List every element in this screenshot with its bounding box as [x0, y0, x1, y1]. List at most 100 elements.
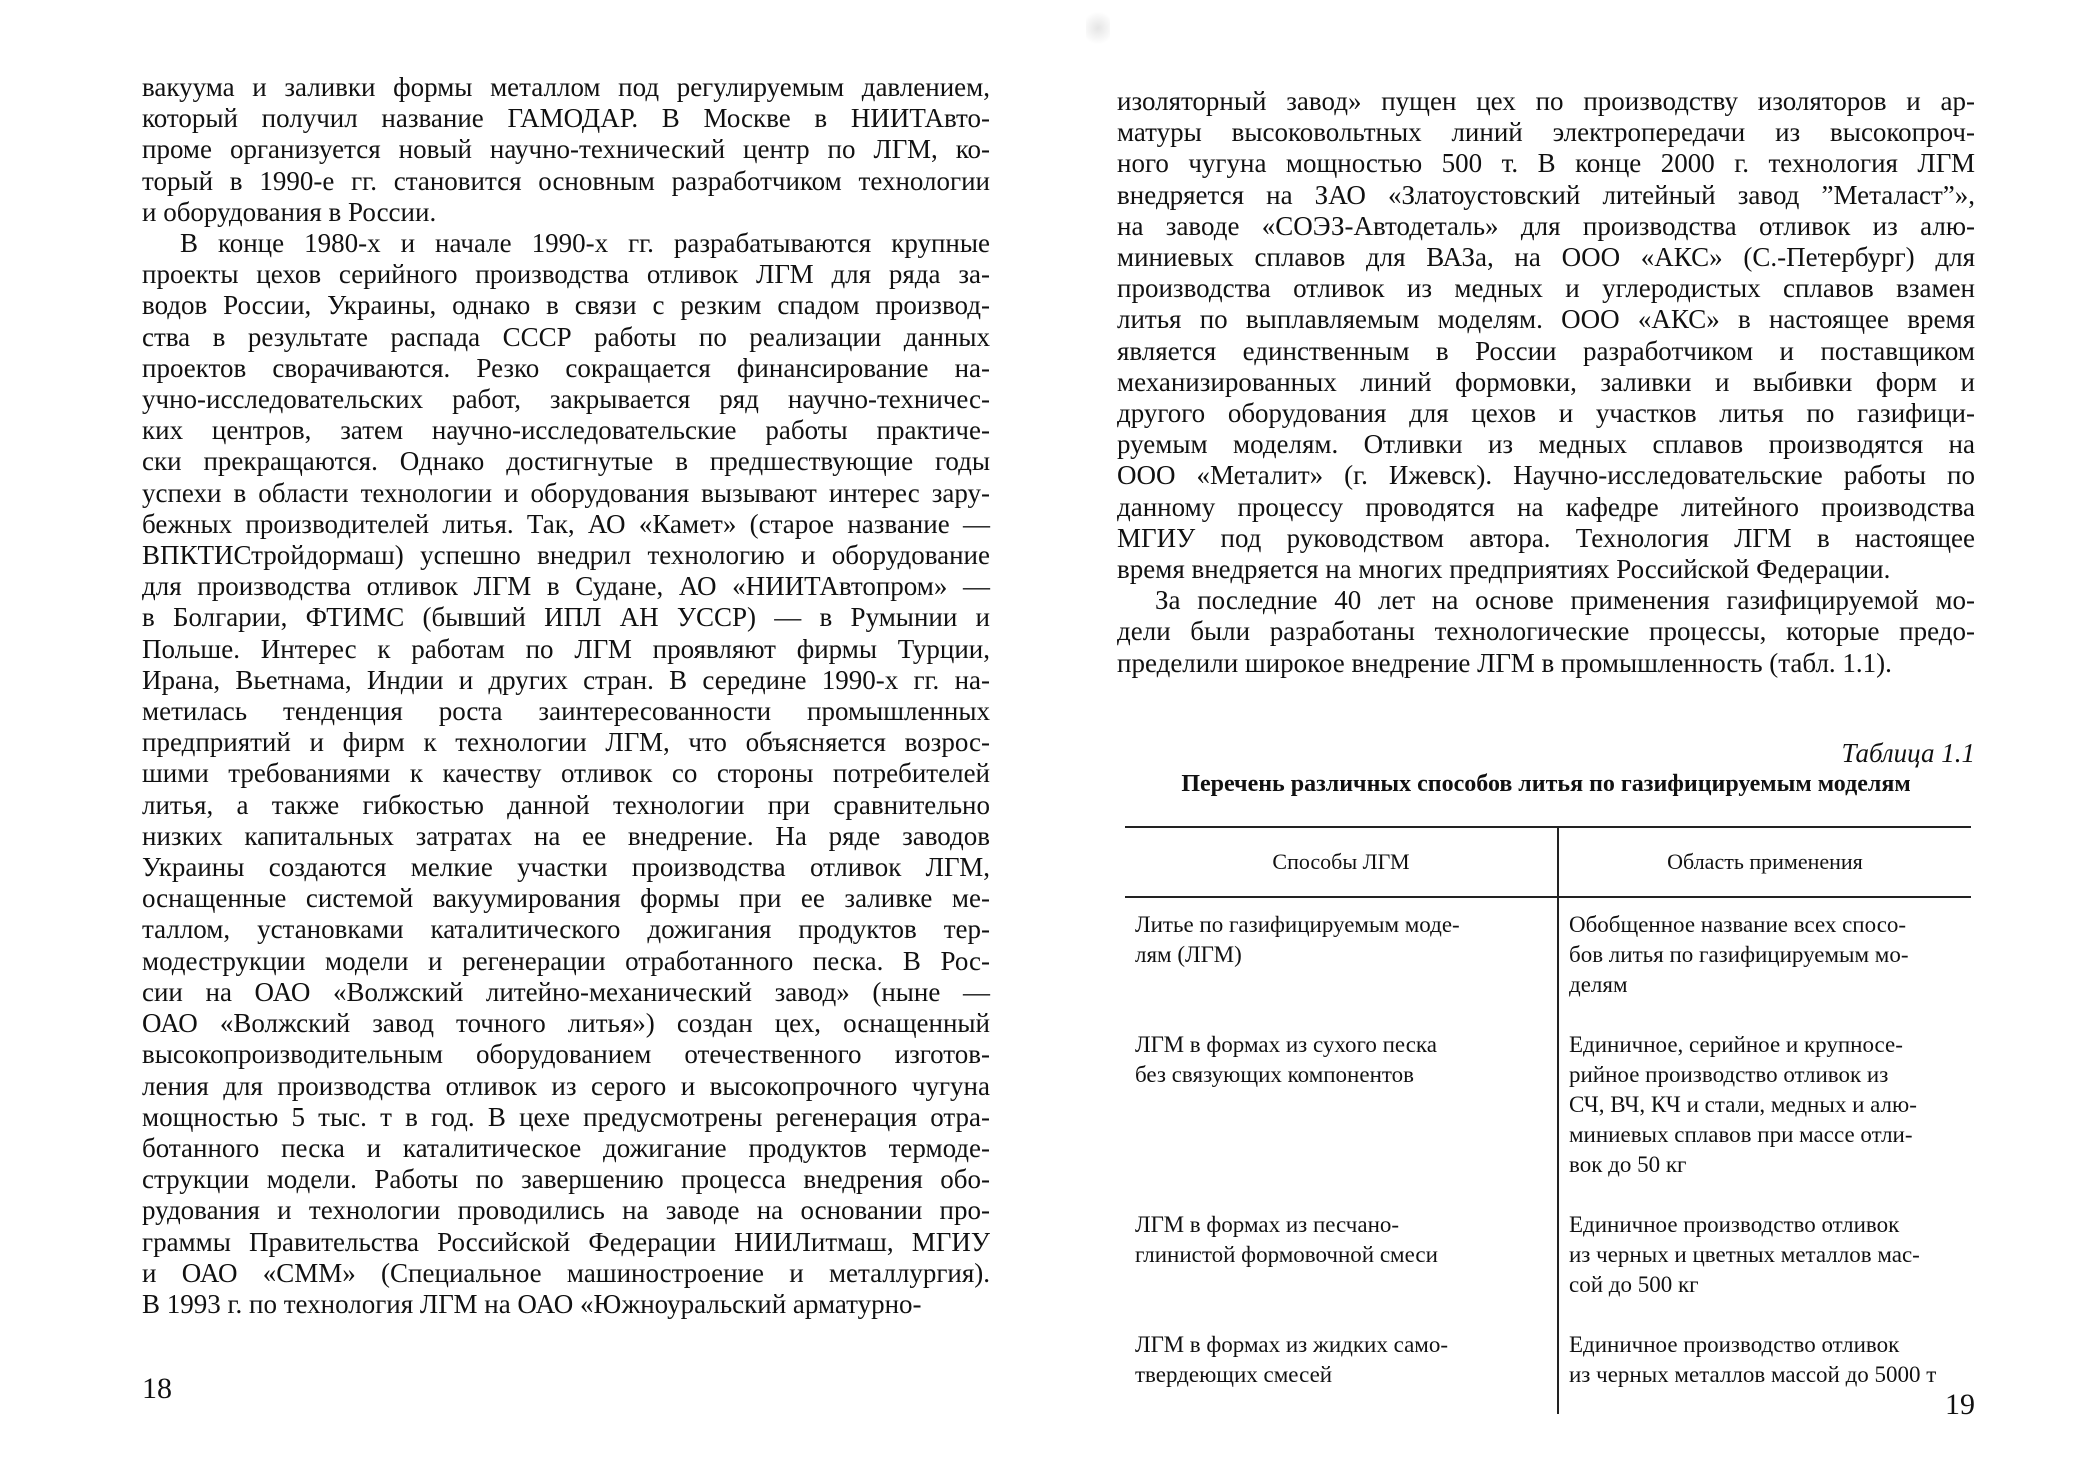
text-line: вакуума и заливки формы металлом под рег…	[142, 72, 990, 102]
text-line: предприятий и фирм к технологии ЛГМ, что…	[142, 727, 990, 758]
text-line: производства отливок из медных и углерод…	[1117, 273, 1975, 304]
cell-line: из черных металлов массой до 5000 т	[1569, 1362, 1937, 1387]
table-row: ЛГМ в формах из жидких само-твердеющих с…	[1125, 1324, 1971, 1414]
cell-line: СЧ, ВЧ, КЧ и стали, медных и алю-	[1569, 1092, 1917, 1117]
table-row: Литье по газифицируемым моде-лям (ЛГМ)Об…	[1125, 897, 1971, 1024]
text-line: Ирана, Вьетнама, Индии и других стран. В…	[142, 664, 990, 695]
text-line: метилась тенденция роста заинтересованно…	[142, 696, 990, 727]
text-line: время внедряется на многих предприятиях …	[1117, 554, 1891, 585]
text-line: ства в результате распада СССР работы по…	[142, 321, 990, 352]
cell-line: Единичное, серийное и крупносе-	[1569, 1032, 1903, 1057]
page-number-left: 18	[142, 1372, 172, 1405]
table-header-row: Способы ЛГМ Область применения	[1125, 826, 1971, 898]
paragraph: В конце 1980-х и начале 1990-х гг. разра…	[142, 228, 990, 1320]
paragraph: За последние 40 лет на основе применения…	[1117, 585, 1975, 679]
text-line: бежных производителей литья. Так, АО «Ка…	[142, 508, 990, 539]
right-page: изоляторный завод» пущен цех по производ…	[1037, 0, 2074, 1467]
cell-line: ЛГМ в формах из жидких само-	[1135, 1332, 1449, 1357]
cell-method: Литье по газифицируемым моде-лям (ЛГМ)	[1125, 897, 1559, 1024]
text-line: проектов сворачиваются. Резко сокращаетс…	[142, 352, 990, 383]
text-line: МГИУ под руководством автора. Технология…	[1117, 522, 1975, 553]
scan-artifact	[1086, 8, 1110, 48]
text-line: на заводе «СОЭЗ-Автодеталь» для производ…	[1117, 210, 1975, 241]
text-line: ботанного песка и каталитическое дожиган…	[142, 1132, 990, 1163]
cell-line: твердеющих смесей	[1135, 1362, 1333, 1387]
cell-line: из черных и цветных металлов мас-	[1569, 1242, 1920, 1267]
text-line: механизированных линий формовки, заливки…	[1117, 366, 1975, 397]
text-line: ООО «Металит» (г. Ижевск). Научно-исслед…	[1117, 460, 1975, 491]
text-line: водов России, Украины, однако в связи с …	[142, 290, 990, 321]
text-line: ски прекращаются. Однако достигнутые в п…	[142, 446, 990, 477]
cell-line: глинистой формовочной смеси	[1135, 1242, 1438, 1267]
text-line: оснащенные системой вакуумирования формы…	[142, 883, 990, 914]
cell-method: ЛГМ в формах из песчано-глинистой формов…	[1125, 1204, 1559, 1324]
methods-table: Способы ЛГМ Область применения Литье по …	[1125, 826, 1971, 1414]
text-line: За последние 40 лет на основе применения…	[1155, 585, 1975, 616]
text-line: В 1993 г. по технология ЛГМ на ОАО «Южно…	[142, 1288, 922, 1319]
text-line: В конце 1980-х и начале 1990-х гг. разра…	[180, 228, 990, 259]
page-number-right: 19	[1945, 1388, 1975, 1421]
cell-line: рийное производство отливок из	[1569, 1062, 1889, 1087]
cell-line: ЛГМ в формах из песчано-	[1135, 1212, 1400, 1237]
cell-line: Единичное производство отливок	[1569, 1332, 1900, 1357]
text-line: миниевых сплавов для ВАЗа, на ООО «АКС» …	[1117, 242, 1975, 273]
cell-line: без связующих компонентов	[1135, 1062, 1414, 1087]
paragraph: изоляторный завод» пущен цех по производ…	[1117, 86, 1975, 585]
cell-line: лям (ЛГМ)	[1135, 942, 1242, 967]
text-line: данному процессу проводятся на кафедре л…	[1117, 491, 1975, 522]
text-line: проме организуется новый научно-техничес…	[142, 134, 990, 165]
text-line: высокопроизводительным оборудованием оте…	[142, 1039, 990, 1070]
text-line: струкции модели. Работы по завершению пр…	[142, 1164, 990, 1195]
text-line: модеструкции модели и регенерации отрабо…	[142, 945, 990, 976]
text-line: литья, а также гибкостью данной технолог…	[142, 789, 990, 820]
text-line: успехи в области технологии и оборудован…	[142, 477, 990, 508]
text-line: матуры высоковольтных линий электроперед…	[1117, 117, 1975, 148]
text-line: торый в 1990-е гг. становится основным р…	[142, 165, 990, 196]
text-line: литья по выплавляемым моделям. ООО «АКС»…	[1117, 304, 1975, 335]
text-line: ного чугуна мощностью 500 т. В конце 200…	[1117, 148, 1975, 179]
cell-application: Единичное производство отливок из черных …	[1558, 1324, 1971, 1414]
text-line: руемым моделям. Отливки из медных сплаво…	[1117, 429, 1975, 460]
header-methods: Способы ЛГМ	[1125, 826, 1559, 898]
text-line: мощностью 5 тыс. т в год. В цехе предусм…	[142, 1101, 990, 1132]
cell-application: Единичное производство отливок из черных …	[1558, 1204, 1971, 1324]
text-line: и ОАО «СММ» (Специальное машиностроение …	[142, 1257, 990, 1288]
left-page: вакуума и заливки формы металлом под рег…	[142, 72, 990, 1405]
text-line: и оборудования в России.	[142, 196, 437, 227]
text-line: Украины создаются мелкие участки произво…	[142, 852, 990, 883]
text-line: является единственным в России разработч…	[1117, 335, 1975, 366]
text-line: изоляторный завод» пущен цех по производ…	[1117, 86, 1975, 116]
left-page-text: вакуума и заливки формы металлом под рег…	[142, 72, 990, 1320]
cell-line: вок до 50 кг	[1569, 1152, 1687, 1177]
cell-line: делям	[1569, 972, 1628, 997]
cell-line: Обобщенное название всех спосо-	[1569, 912, 1907, 937]
text-line: таллом, установками каталитического дожи…	[142, 914, 990, 945]
cell-line: бов литья по газифицируемым мо-	[1569, 942, 1909, 967]
cell-line: Единичное производство отливок	[1569, 1212, 1900, 1237]
text-line: ОАО «Волжский завод точного литья») созд…	[142, 1008, 990, 1039]
cell-application: Единичное, серийное и крупносе-рийное пр…	[1558, 1024, 1971, 1204]
right-page-text: изоляторный завод» пущен цех по производ…	[1117, 86, 1975, 679]
text-line: для производства отливок ЛГМ в Судане, А…	[142, 571, 990, 602]
text-line: ких центров, затем научно-исследовательс…	[142, 415, 990, 446]
text-line: ления для производства отливок из серого…	[142, 1070, 990, 1101]
text-line: который получил название ГАМОДАР. В Моск…	[142, 103, 990, 134]
cell-line: Литье по газифицируемым моде-	[1135, 912, 1460, 937]
text-line: внедряется на ЗАО «Златоустовский литейн…	[1117, 179, 1975, 210]
text-line: проекты цехов серийного производства отл…	[142, 259, 990, 290]
text-line: низких капитальных затратах на ее внедре…	[142, 820, 990, 851]
text-line: пределили широкое внедрение ЛГМ в промыш…	[1117, 647, 1892, 678]
cell-application: Обобщенное название всех спосо-бов литья…	[1558, 897, 1971, 1024]
text-line: учно-исследовательских работ, закрываетс…	[142, 384, 990, 415]
table-title: Перечень различных способов литья по газ…	[1181, 771, 1911, 797]
cell-method: ЛГМ в формах из жидких само-твердеющих с…	[1125, 1324, 1559, 1414]
header-application: Область применения	[1558, 826, 1971, 898]
paragraph: вакуума и заливки формы металлом под рег…	[142, 72, 990, 228]
text-line: рудования и технологии проводились на за…	[142, 1195, 990, 1226]
text-line: другого оборудования для цехов и участко…	[1117, 398, 1975, 429]
text-line: шими требованиями к качеству отливок со …	[142, 758, 990, 789]
text-line: ВПКТИСтройдормаш) успешно внедрил технол…	[142, 540, 990, 571]
cell-line: сой до 500 кг	[1569, 1272, 1699, 1297]
table-row: ЛГМ в формах из песчано-глинистой формов…	[1125, 1204, 1971, 1324]
